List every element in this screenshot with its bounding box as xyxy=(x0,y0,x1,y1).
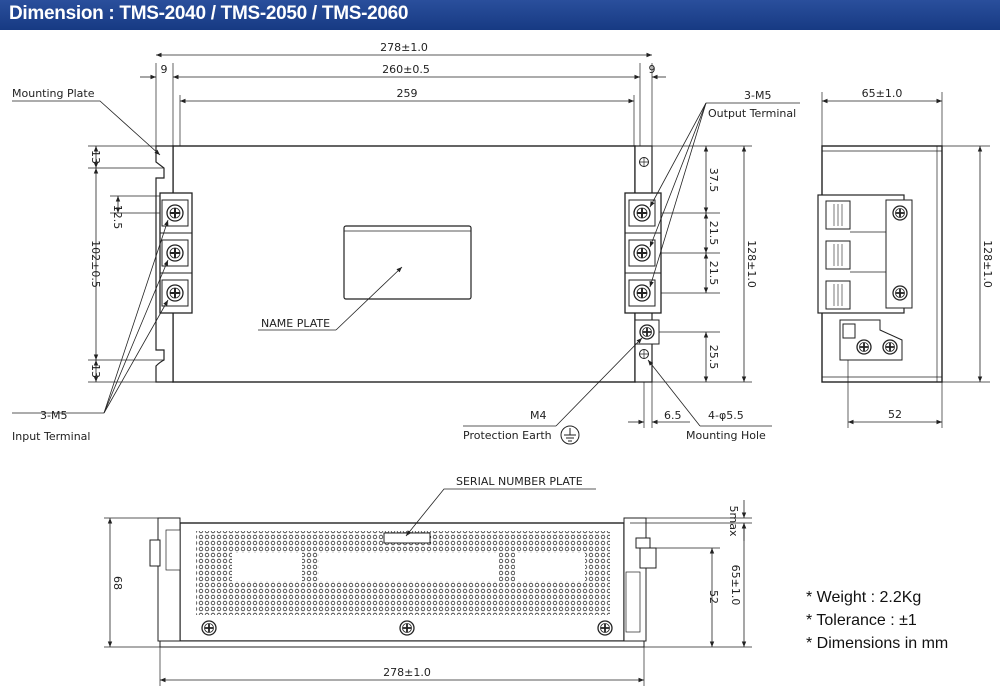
label-output-terminal: Output Terminal xyxy=(708,107,796,120)
dimension-drawing: 278±1.0 260±0.5 259 9 9 Mounting Plate 3… xyxy=(12,41,994,686)
label-output-spec: 3-M5 xyxy=(744,89,771,102)
dim-overall-width: 278±1.0 xyxy=(380,41,428,54)
dim-terminal-offset: 12.5 xyxy=(111,205,124,230)
dim-front-height: 65±1.0 xyxy=(729,565,742,606)
dim-out-top: 37.5 xyxy=(707,168,720,193)
dim-right-flange: 9 xyxy=(649,63,656,76)
ground-symbol-icon xyxy=(560,425,580,445)
label-name-plate: NAME PLATE xyxy=(261,317,330,330)
dim-input-span: 102±0.5 xyxy=(89,240,102,288)
dim-hole-offset: 6.5 xyxy=(664,409,682,422)
dim-front-width: 278±1.0 xyxy=(383,666,431,679)
top-view-text: 278±1.0 260±0.5 259 9 9 Mounting Plate 3… xyxy=(12,41,796,443)
label-mounting-plate: Mounting Plate xyxy=(12,87,95,100)
dim-top-slot: 13 xyxy=(89,150,102,164)
dim-side-height: 128±1.0 xyxy=(981,240,994,288)
title-banner: Dimension : TMS-2040 / TMS-2050 / TMS-20… xyxy=(0,0,1000,30)
dim-left-flange: 9 xyxy=(161,63,168,76)
side-view xyxy=(817,92,990,428)
dim-out-pitch-2: 21.5 xyxy=(707,261,720,286)
top-view xyxy=(12,52,800,445)
label-earth-spec: M4 xyxy=(530,409,547,422)
dim-body-width: 259 xyxy=(397,87,418,100)
dim-earth-offset: 25.5 xyxy=(707,345,720,370)
front-view xyxy=(104,488,752,686)
label-mounting-hole: Mounting Hole xyxy=(686,429,766,442)
label-input-terminal: Input Terminal xyxy=(12,430,90,443)
dim-front-body-height: 52 xyxy=(707,590,720,604)
note-units: * Dimensions in mm xyxy=(806,635,949,652)
vent-holes xyxy=(196,531,610,615)
front-view-text: SERIAL NUMBER PLATE 278±1.0 68 5max 65±1… xyxy=(111,475,742,679)
dim-front-clearance: 5max xyxy=(727,506,740,537)
note-tolerance: * Tolerance : ±1 xyxy=(806,612,917,629)
dim-side-base: 52 xyxy=(888,408,902,421)
name-plate xyxy=(343,225,472,300)
dim-overall-height: 128±1.0 xyxy=(745,240,758,288)
page-title: Dimension : TMS-2040 / TMS-2050 / TMS-20… xyxy=(9,3,409,24)
dim-side-depth: 65±1.0 xyxy=(862,87,903,100)
note-weight: * Weight : 2.2Kg xyxy=(806,589,922,606)
dim-front-left-height: 68 xyxy=(111,576,124,590)
filter-body xyxy=(172,145,636,383)
dim-bottom-slot: 13 xyxy=(89,364,102,378)
spec-notes: * Weight : 2.2Kg * Tolerance : ±1 * Dime… xyxy=(806,586,948,655)
label-protection-earth: Protection Earth xyxy=(463,429,552,442)
label-serial-plate: SERIAL NUMBER PLATE xyxy=(456,475,583,488)
dim-hole-pitch: 260±0.5 xyxy=(382,63,430,76)
dim-out-pitch-1: 21.5 xyxy=(707,221,720,246)
label-input-spec: 3-M5 xyxy=(40,409,67,422)
side-view-text: 65±1.0 128±1.0 52 xyxy=(862,87,994,421)
label-hole-spec: 4-φ5.5 xyxy=(708,409,744,422)
